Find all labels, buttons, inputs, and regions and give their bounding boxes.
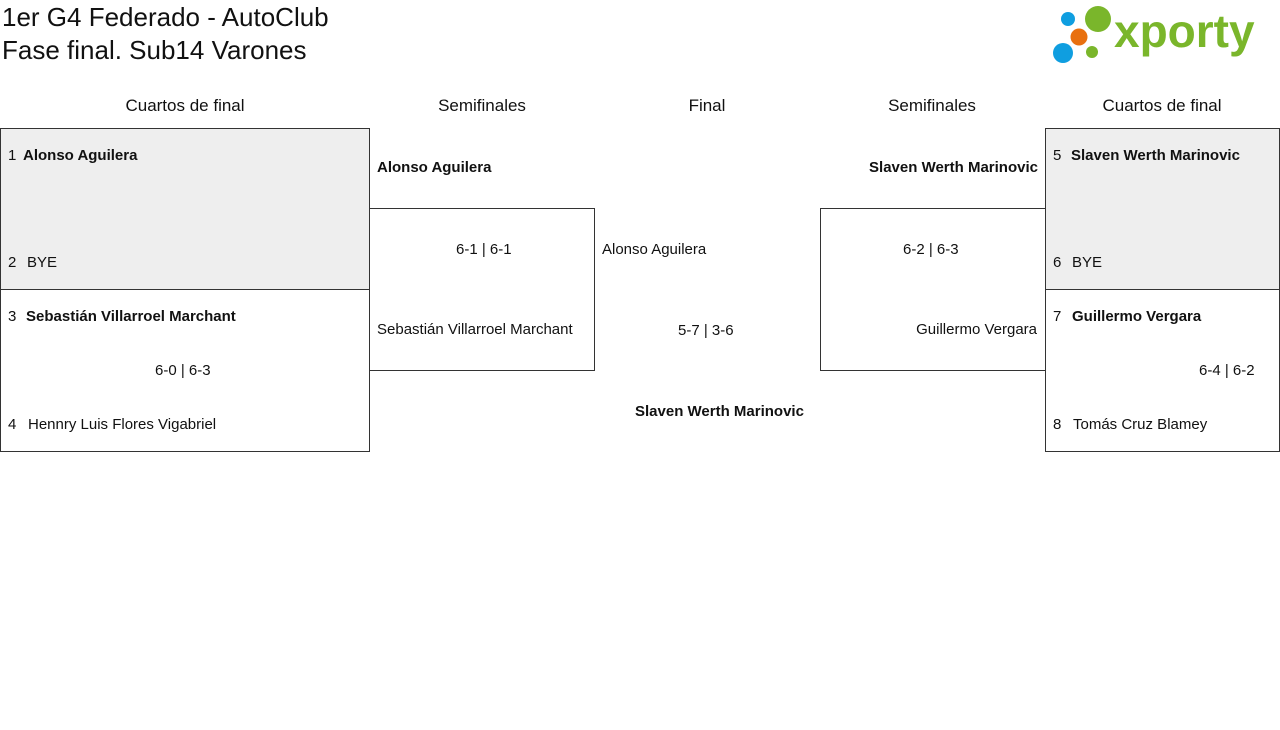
round-header-left-quarters: Cuartos de final	[125, 96, 245, 115]
round-header-right-semis: Semifinales	[888, 96, 976, 115]
logo-text: xporty	[1114, 5, 1255, 57]
match-score: 6-2 | 6-3	[903, 241, 959, 258]
player-name[interactable]: Tomás Cruz Blamey	[1073, 416, 1208, 433]
champion-name[interactable]: Slaven Werth Marinovic	[635, 403, 804, 420]
tournament-title: 1er G4 Federado - AutoClub	[2, 2, 329, 32]
player-name[interactable]: Alonso Aguilera	[377, 159, 492, 176]
player-name: BYE	[27, 254, 58, 271]
seed: 5	[1053, 147, 1062, 164]
match-score: 5-7 | 3-6	[678, 322, 734, 339]
player-name[interactable]: Slaven Werth Marinovic	[1071, 147, 1240, 164]
xporty-logo[interactable]: xporty	[1050, 2, 1275, 68]
seed: 3	[8, 308, 17, 325]
seed: 7	[1053, 308, 1062, 325]
phase-title: Fase final. Sub14 Varones	[2, 35, 307, 65]
player-name[interactable]: Alonso Aguilera	[23, 147, 138, 164]
player-name[interactable]: Hennry Luis Flores Vigabriel	[28, 416, 217, 433]
player-name[interactable]: Sebastián Villarroel Marchant	[377, 321, 573, 338]
seed: 8	[1053, 416, 1062, 433]
round-header-left-semis: Semifinales	[438, 96, 526, 115]
seed: 6	[1053, 254, 1062, 271]
logo-dots-icon	[1053, 6, 1111, 63]
player-name[interactable]: Guillermo Vergara	[916, 321, 1037, 338]
seed: 2	[8, 254, 17, 271]
match-box[interactable]	[369, 208, 595, 371]
player-name[interactable]: Slaven Werth Marinovic	[869, 159, 1038, 176]
match-box[interactable]	[0, 128, 370, 290]
match-score: 6-0 | 6-3	[155, 362, 211, 379]
match-score: 6-4 | 6-2	[1199, 362, 1255, 379]
round-header-final: Final	[688, 96, 726, 115]
player-name[interactable]: Guillermo Vergara	[1072, 308, 1202, 325]
player-name[interactable]: Sebastián Villarroel Marchant	[26, 308, 236, 325]
player-name[interactable]: Alonso Aguilera	[602, 241, 707, 258]
seed: 1	[8, 147, 17, 164]
seed: 4	[8, 416, 17, 433]
round-header-right-quarters: Cuartos de final	[1102, 96, 1222, 115]
match-score: 6-1 | 6-1	[456, 241, 512, 258]
match-box[interactable]	[820, 208, 1046, 371]
player-name: BYE	[1072, 254, 1103, 271]
